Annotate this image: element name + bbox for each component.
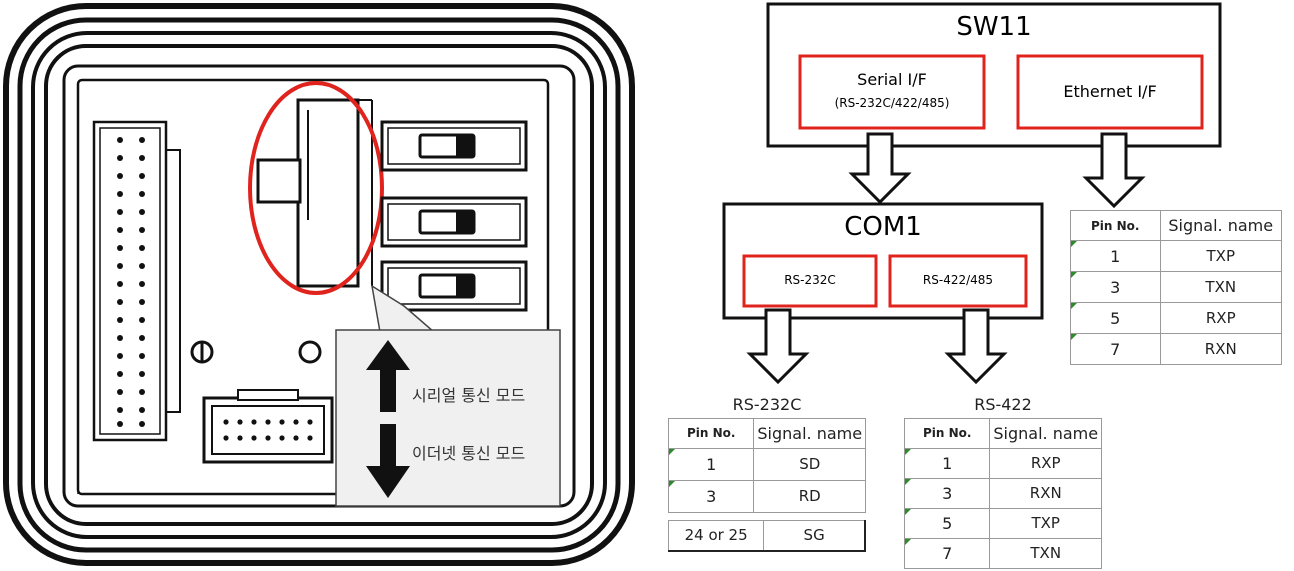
- signal-name: SG: [763, 520, 866, 551]
- table-row: 3 RXN: [903, 477, 1102, 509]
- signal-name: RXN: [1159, 333, 1282, 365]
- dip-switch-3: [380, 260, 528, 312]
- pin-number: 3: [903, 477, 991, 509]
- arrow-down-icon: [1082, 132, 1146, 209]
- pin-number: 1: [667, 447, 755, 481]
- outer-frame-2: [17, 17, 621, 553]
- table-row: 24 or 25 SG: [667, 520, 866, 551]
- pin-header-horizontal: [202, 396, 334, 464]
- signal-name: TXP: [989, 507, 1102, 539]
- arrow-up-icon: [366, 340, 410, 412]
- table-caption: RS-422: [904, 392, 1102, 419]
- arrow-down-icon: [944, 308, 1008, 385]
- ethernet-pin-table: Pin No. Signal. name 1 TXP 3 TXN 5 RXP 7…: [1070, 210, 1282, 365]
- column-header: Pin No.: [903, 417, 991, 449]
- callout-box: [335, 329, 561, 507]
- signal-name: SD: [753, 447, 866, 481]
- sw11-slide-switch: [256, 98, 373, 288]
- rs232c-sg-row: 24 or 25 SG: [667, 520, 866, 552]
- table-row: 3 RD: [667, 479, 866, 513]
- column-header: Signal. name: [989, 417, 1102, 449]
- dip-switch-1: [380, 120, 528, 172]
- sw11-highlight-circle: [248, 81, 384, 295]
- column-header: Signal. name: [753, 417, 866, 449]
- rs232c-pin-table: RS-232C Pin No. Signal. name 1 SD 3 RD: [667, 392, 866, 513]
- rs422-485-label: RS-422/485: [922, 273, 994, 287]
- mount-hole: [298, 340, 322, 364]
- com1-title: COM1: [844, 212, 922, 242]
- table-row: 5 TXP: [903, 507, 1102, 539]
- table-row: 1 SD: [667, 447, 866, 481]
- pin-number: 7: [1070, 333, 1161, 365]
- signal-name: TXP: [1159, 240, 1282, 272]
- table-row: 1 TXP: [1070, 240, 1282, 272]
- inner-recess: [62, 64, 576, 508]
- pin-number: 24 or 25: [667, 520, 765, 551]
- pin-header-dots: [117, 137, 145, 427]
- column-header: Signal. name: [1159, 210, 1282, 241]
- device-rear-panel: [3, 3, 635, 566]
- pin-number: 7: [903, 537, 991, 569]
- pin-number: 1: [903, 447, 991, 479]
- table-row: 1 RXP: [903, 447, 1102, 479]
- table-row: 3 TXN: [1070, 271, 1282, 303]
- rs232c-label: RS-232C: [784, 273, 836, 287]
- bezel-frame: [44, 44, 594, 526]
- table-row: 5 RXP: [1070, 302, 1282, 334]
- signal-name: RD: [753, 479, 866, 513]
- table-row: 7 RXN: [1070, 333, 1282, 365]
- pin-number: 3: [667, 479, 755, 513]
- serial-if-box: [798, 54, 986, 130]
- dip-switch-2: [380, 196, 528, 248]
- table-row: 7 TXN: [903, 537, 1102, 569]
- arrow-down-icon: [366, 424, 410, 498]
- signal-name: TXN: [989, 537, 1102, 569]
- serial-if-sublabel: (RS-232C/422/485): [834, 96, 950, 110]
- serial-mode-label: 시리얼 통신 모드: [412, 386, 526, 405]
- signal-name: RXP: [1159, 302, 1282, 334]
- pin-number: 5: [903, 507, 991, 539]
- column-header: Pin No.: [1070, 210, 1161, 241]
- table-caption: RS-232C: [668, 392, 866, 419]
- signal-name: RXP: [989, 447, 1102, 479]
- arrow-down-icon: [746, 308, 810, 385]
- ethernet-if-label: Ethernet I/F: [1063, 82, 1157, 101]
- pin-number: 5: [1070, 302, 1161, 334]
- pin-header-vertical: [92, 120, 168, 442]
- pin-number: 1: [1070, 240, 1161, 272]
- signal-name: RXN: [989, 477, 1102, 509]
- sw11-title: SW11: [956, 12, 1032, 42]
- serial-if-label: Serial I/F: [857, 70, 927, 89]
- pin-number: 3: [1070, 271, 1161, 303]
- arrow-down-icon: [848, 132, 912, 205]
- rs422-pin-table: RS-422 Pin No. Signal. name 1 RXP 3 RXN …: [903, 392, 1102, 569]
- column-header: Pin No.: [667, 417, 755, 449]
- signal-name: TXN: [1159, 271, 1282, 303]
- ethernet-mode-label: 이더넷 통신 모드: [412, 444, 526, 463]
